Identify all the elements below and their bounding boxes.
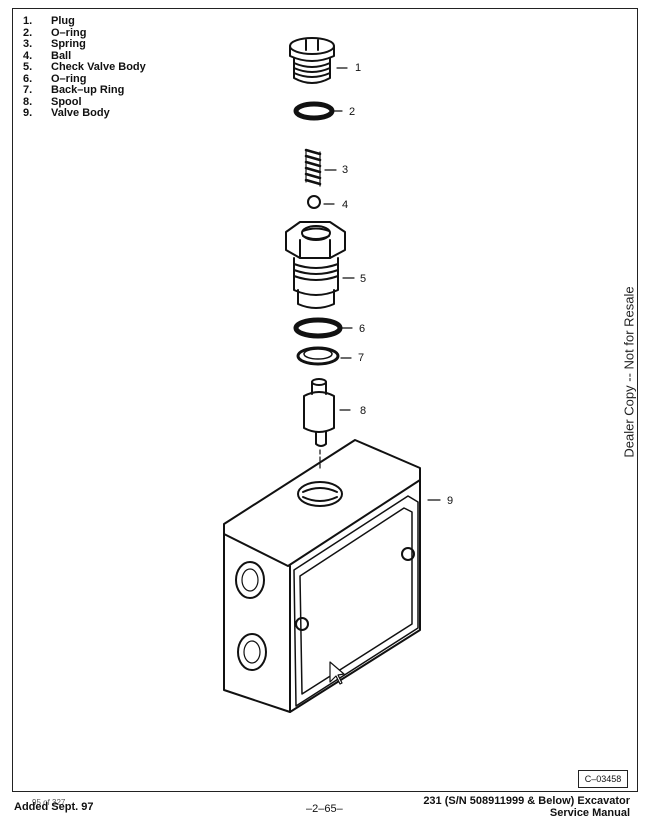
plug-part [289, 37, 348, 84]
back-up-ring-part [296, 346, 352, 366]
o-ring-part [293, 101, 343, 121]
list-item: 8.Spool [23, 95, 82, 108]
callout-2: 2 [349, 106, 356, 118]
spool-part [303, 378, 351, 471]
callout-8: 8 [360, 405, 367, 417]
list-item: 1.Plug [23, 15, 75, 27]
list-item: 4.Ball [23, 49, 72, 62]
spring-part [304, 148, 337, 187]
figure-reference: C–03458 [578, 770, 628, 788]
callout-1: 1 [355, 62, 362, 74]
callout-3: 3 [342, 164, 349, 176]
watermark: Dealer Copy -- Not for Resale [621, 286, 637, 458]
list-item: 9.Valve Body [23, 107, 110, 119]
o-ring-part [293, 317, 353, 339]
callout-6: 6 [359, 323, 366, 335]
list-item: 7.Back–up Ring [23, 84, 125, 96]
manual-title-line1: 231 (S/N 508911999 & Below) Excavator [423, 795, 630, 807]
added-date: Added Sept. 97 [14, 801, 94, 813]
callout-5: 5 [360, 273, 367, 285]
page-frame [12, 8, 638, 792]
parts-list: 1.Plug 2.O–ring 3.Spring 4.Ball 5.Check … [23, 15, 146, 120]
callout-7: 7 [358, 352, 365, 364]
valve-body-part [223, 439, 441, 713]
list-item: 3.Spring [23, 38, 86, 50]
list-item: 5.Check Valve Body [23, 61, 146, 73]
page-of-count: 95 of 327 [32, 798, 66, 807]
callout-4: 4 [342, 199, 349, 211]
ball-part [307, 195, 335, 209]
list-item: 6.O–ring [23, 72, 87, 85]
manual-title: 231 (S/N 508911999 & Below) Excavator Se… [423, 795, 630, 819]
check-valve-body-part [285, 221, 355, 309]
manual-title-line2: Service Manual [549, 807, 630, 819]
list-item: 2.O–ring [23, 26, 87, 39]
page-number: –2–65– [306, 803, 343, 815]
callout-9: 9 [447, 495, 454, 507]
